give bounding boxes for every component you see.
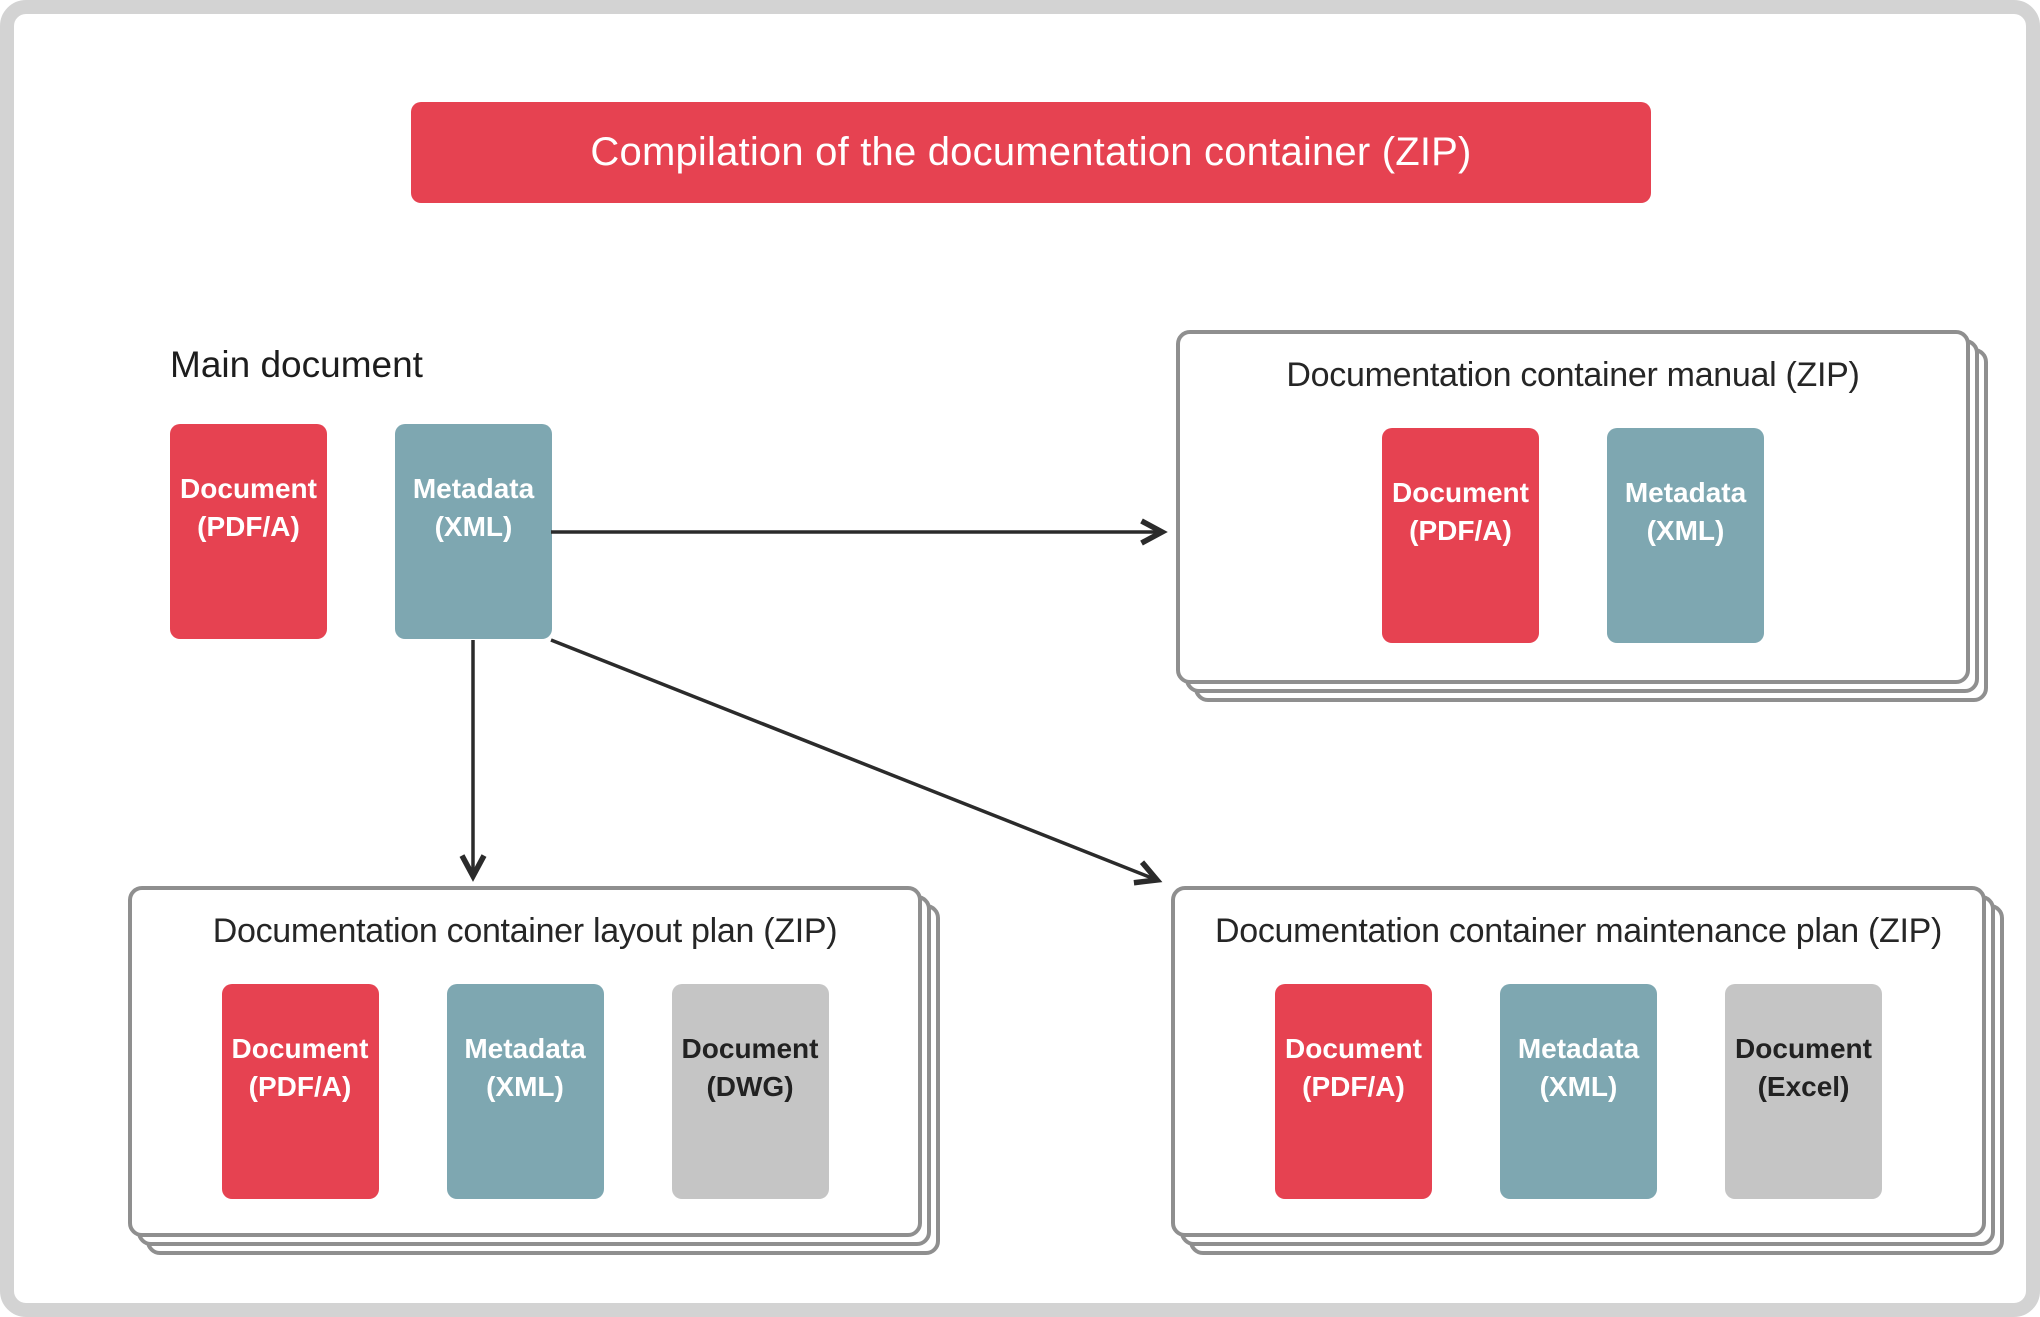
maintenance-document-excel-label: Document (Excel) (1735, 1033, 1872, 1102)
layout-document-dwg-box: Document (DWG) (671, 984, 829, 1199)
main-metadata-xml-label: Metadata (XML) (412, 473, 535, 542)
maintenance-document-pdfa-label: Document (PDF/A) (1285, 1033, 1422, 1102)
layout-metadata-xml-label: Metadata (XML) (464, 1033, 586, 1102)
container-layout-plan-stack: Documentation container layout plan (ZIP… (128, 886, 940, 1255)
container-maintenance-plan-stack: Documentation container maintenance plan… (1171, 886, 2004, 1255)
maintenance-metadata-xml-label: Metadata (XML) (1517, 1033, 1640, 1102)
maintenance-document-excel-box: Document (Excel) (1725, 984, 1882, 1199)
container-layout-plan-box-row: Document (PDF/A) Metadata (XML) Document… (132, 984, 918, 1199)
layout-document-pdfa-label: Document (PDF/A) (231, 1033, 369, 1102)
container-layout-plan-card: Documentation container layout plan (ZIP… (128, 886, 922, 1237)
layout-document-dwg-label: Document (DWG) (681, 1033, 819, 1102)
layout-metadata-xml-box: Metadata (XML) (446, 984, 604, 1199)
diagram-title: Compilation of the documentation contain… (590, 130, 1472, 174)
maintenance-metadata-xml-box: Metadata (XML) (1500, 984, 1657, 1199)
manual-document-pdfa-box: Document (PDF/A) (1382, 428, 1539, 643)
main-document-label: Main document (170, 344, 423, 385)
main-document-pdfa-box: Document (PDF/A) (170, 424, 327, 639)
container-maintenance-plan-title: Documentation container maintenance plan… (1214, 912, 1943, 950)
manual-metadata-xml-box: Metadata (XML) (1607, 428, 1764, 643)
container-layout-plan-title: Documentation container layout plan (ZIP… (212, 912, 838, 950)
container-manual-box-row: Document (PDF/A) Metadata (XML) (1180, 428, 1966, 643)
layout-document-pdfa-box: Document (PDF/A) (221, 984, 379, 1199)
container-maintenance-plan-box-row: Document (PDF/A) Metadata (XML) Document… (1175, 984, 1982, 1199)
container-manual-title: Documentation container manual (ZIP) (1286, 356, 1860, 394)
main-metadata-xml-box: Metadata (XML) (395, 424, 552, 639)
main-document-pdfa-label: Document (PDF/A) (180, 473, 317, 542)
maintenance-document-pdfa-box: Document (PDF/A) (1275, 984, 1432, 1199)
container-manual-card: Documentation container manual (ZIP) Doc… (1176, 330, 1970, 684)
container-manual-stack: Documentation container manual (ZIP) Doc… (1176, 330, 1988, 702)
manual-metadata-xml-label: Metadata (XML) (1624, 477, 1747, 546)
arrow-to-maintenance-container (550, 638, 1163, 886)
manual-document-pdfa-label: Document (PDF/A) (1392, 477, 1529, 546)
title-banner: Compilation of the documentation contain… (411, 102, 1651, 203)
container-maintenance-plan-card: Documentation container maintenance plan… (1171, 886, 1986, 1237)
